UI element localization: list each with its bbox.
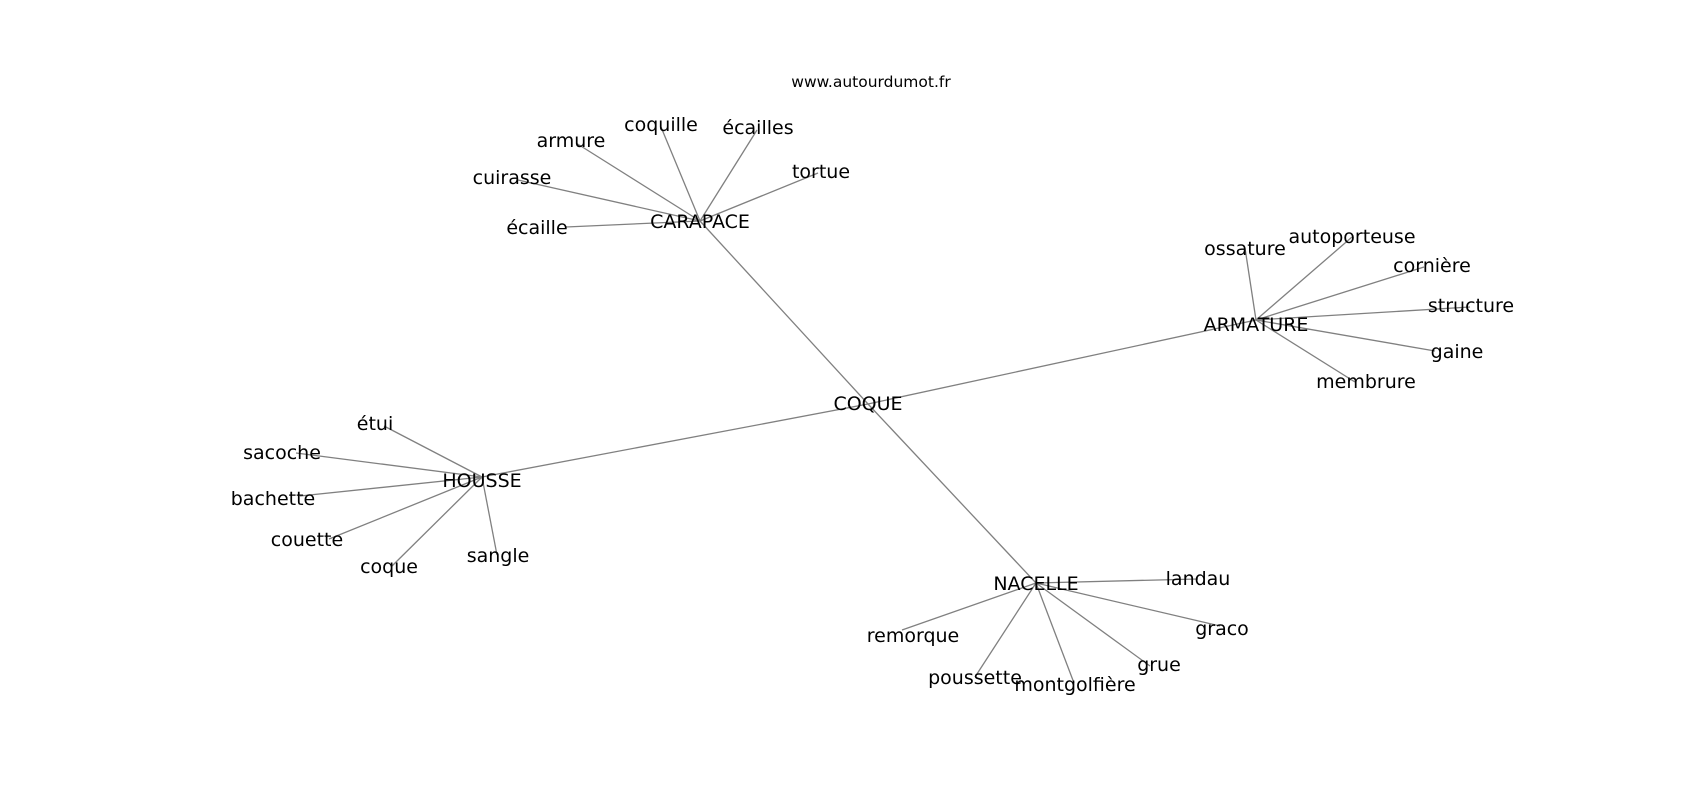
- edge-carapace-cuirasse: [517, 179, 701, 222]
- word-node-poussette[interactable]: poussette: [928, 667, 1022, 689]
- word-node-sacoche[interactable]: sacoche: [243, 442, 321, 464]
- edge-center-nacelle: [867, 403, 1037, 584]
- word-node-cuirasse[interactable]: cuirasse: [473, 167, 552, 189]
- word-node-landau[interactable]: landau: [1166, 568, 1231, 590]
- edge-nacelle-remorque: [901, 582, 1037, 631]
- edge-carapace-armure: [575, 142, 701, 222]
- word-node-ossature[interactable]: ossature: [1204, 238, 1286, 260]
- source-watermark: www.autourdumot.fr: [791, 73, 951, 91]
- edge-armature-autoporteuse: [1255, 236, 1353, 321]
- hub-node-armature[interactable]: ARMATURE: [1204, 314, 1309, 336]
- edge-armature-corniere: [1255, 266, 1425, 321]
- word-node-ecailles[interactable]: écailles: [722, 117, 793, 139]
- edge-center-carapace: [699, 220, 869, 405]
- edge-housse-sacoche: [295, 452, 483, 478]
- edge-nacelle-landau: [1035, 578, 1199, 584]
- edge-nacelle-poussette: [974, 582, 1037, 678]
- edge-nacelle-montgolfiere: [1035, 582, 1075, 684]
- edge-armature-structure: [1255, 306, 1471, 321]
- word-node-couette[interactable]: couette: [271, 529, 343, 551]
- hub-node-housse[interactable]: HOUSSE: [442, 470, 521, 492]
- word-node-remorque[interactable]: remorque: [867, 625, 960, 647]
- word-node-armure[interactable]: armure: [537, 130, 606, 152]
- edge-housse-couette: [328, 476, 483, 540]
- word-node-corniere[interactable]: cornière: [1393, 255, 1471, 277]
- word-node-sangle[interactable]: sangle: [467, 545, 530, 567]
- edge-housse-bachette: [299, 476, 483, 497]
- word-node-tortue[interactable]: tortue: [792, 161, 850, 183]
- edge-housse-etui: [383, 425, 483, 478]
- edge-armature-gaine: [1255, 319, 1436, 352]
- graph-nodes: coquille écailles armure tortue cuirasse écai…: [231, 114, 1514, 696]
- hub-node-carapace[interactable]: CARAPACE: [650, 211, 750, 233]
- hub-node-nacelle[interactable]: NACELLE: [993, 573, 1078, 595]
- word-node-structure[interactable]: structure: [1428, 295, 1514, 317]
- edge-carapace-coquille: [660, 126, 701, 222]
- word-node-montgolfiere[interactable]: montgolfière: [1014, 674, 1135, 696]
- edge-housse-coque: [391, 476, 483, 567]
- word-node-ecaille[interactable]: écaille: [506, 217, 567, 239]
- edge-housse-sangle: [481, 476, 498, 556]
- edge-center-housse: [481, 403, 869, 478]
- word-node-graco[interactable]: graco: [1195, 618, 1249, 640]
- word-node-coquille[interactable]: coquille: [624, 114, 698, 136]
- edge-nacelle-grue: [1035, 582, 1151, 667]
- word-node-bachette[interactable]: bachette: [231, 488, 315, 510]
- graph-edges: [295, 126, 1471, 684]
- word-node-membrure[interactable]: membrure: [1316, 371, 1416, 393]
- edge-carapace-ecaille: [565, 220, 701, 228]
- center-node-label[interactable]: COQUE: [833, 393, 902, 415]
- edge-armature-membrure: [1255, 319, 1356, 383]
- edge-center-armature: [867, 319, 1257, 405]
- word-node-grue[interactable]: grue: [1137, 654, 1181, 676]
- edge-armature-ossature: [1244, 247, 1257, 321]
- word-node-autoporteuse[interactable]: autoporteuse: [1288, 226, 1415, 248]
- edge-nacelle-graco: [1035, 582, 1221, 627]
- edge-carapace-tortue: [699, 172, 819, 222]
- word-node-coque[interactable]: coque: [360, 556, 418, 578]
- word-node-gaine[interactable]: gaine: [1431, 341, 1484, 363]
- word-node-etui[interactable]: étui: [357, 413, 393, 435]
- edge-carapace-ecailles: [699, 129, 758, 222]
